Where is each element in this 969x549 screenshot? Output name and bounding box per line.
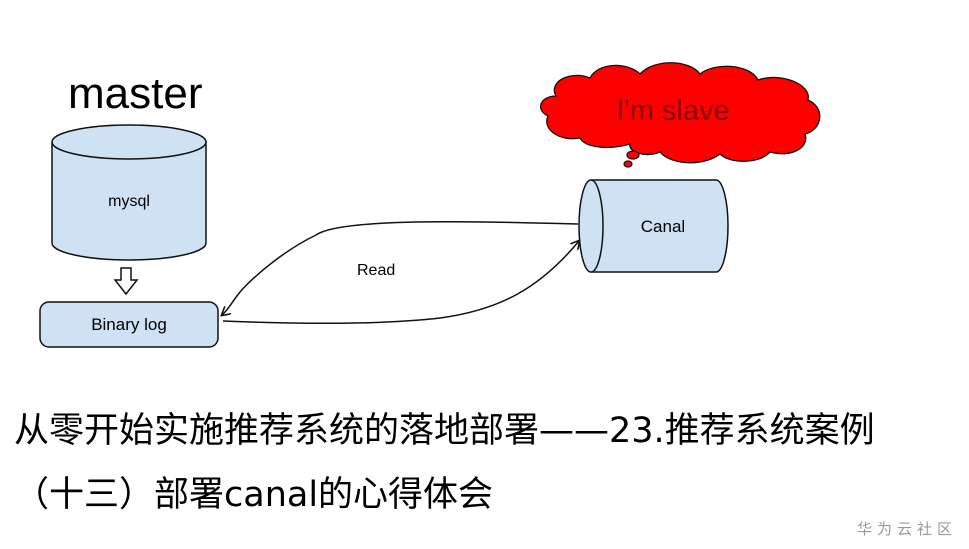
- mysql-label: mysql: [108, 193, 150, 210]
- binary-log-label: Binary log: [91, 315, 167, 334]
- down-arrow-icon: [113, 267, 139, 296]
- master-label: master: [68, 69, 202, 118]
- article-title-line-2: （十三）部署canal的心得体会: [14, 475, 494, 515]
- read-label: Read: [357, 262, 395, 279]
- canal-label: Canal: [641, 217, 685, 236]
- article-title-line-1: 从零开始实施推荐系统的落地部署——23.推荐系统案例: [14, 411, 875, 451]
- architecture-diagram: master mysql Binary log Canal Read I'm s…: [39, 62, 821, 348]
- site-watermark: 华为云社区: [856, 520, 957, 538]
- binary-log-box: [39, 301, 219, 348]
- read-request-arrow: [222, 220, 579, 315]
- binlog-stream-arrow: [222, 241, 579, 325]
- cloud-label: I'm slave: [616, 95, 730, 127]
- slave-cloud-icon: [539, 62, 821, 168]
- canal-node: [578, 179, 729, 273]
- mysql-database-icon: [51, 124, 207, 261]
